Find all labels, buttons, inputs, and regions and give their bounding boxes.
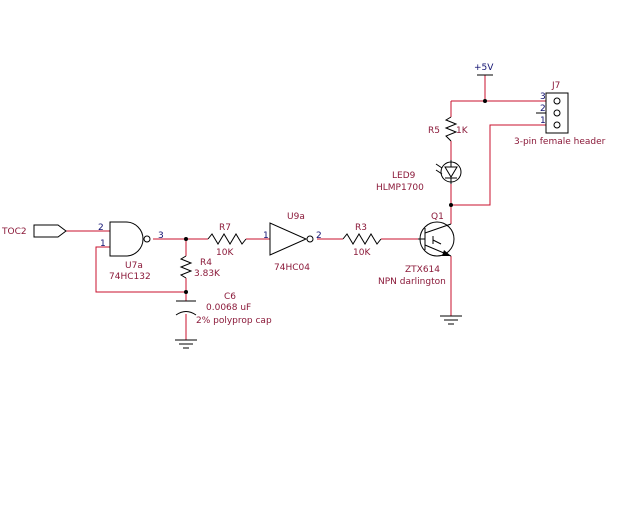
toc2-port: TOC2 [1, 224, 67, 238]
supply-label: +5V [474, 63, 494, 73]
c6-value: 0.0068 uF [206, 303, 251, 313]
nand-gate-u7a: 2 1 3 U7a 74HC132 [98, 221, 164, 282]
r5-value: 1K [456, 126, 469, 136]
ground-symbol-c6 [175, 339, 197, 349]
q1-desc: NPN darlington [378, 277, 446, 287]
u7a-pin-3: 3 [158, 231, 164, 241]
c6-ref: C6 [224, 292, 236, 302]
u9a-ref: U9a [287, 212, 305, 222]
u7a-pin-1: 1 [100, 239, 106, 249]
c6-desc: 2% polyprop cap [196, 316, 272, 326]
j7-pin-3: 3 [540, 92, 546, 102]
r3-ref: R3 [355, 223, 367, 233]
resistor-r3: R3 10K [342, 223, 382, 258]
transistor-q1: Q1 ZTX614 NPN darlington [378, 212, 455, 287]
j7-pin-2: 2 [540, 104, 546, 114]
q1-ref: Q1 [431, 212, 444, 222]
header-j7: 3 2 1 J7 3-pin female header [514, 81, 606, 147]
led9-part: HLMP1700 [376, 183, 424, 193]
junction-dots [184, 99, 487, 294]
u7a-pin-2: 2 [98, 223, 104, 233]
r4-value: 3.83K [194, 269, 221, 279]
resistor-r4: R4 3.83K [179, 255, 221, 279]
ground-symbol-q1 [440, 315, 462, 325]
inverter-u9a: 1 2 U9a 74HC04 [263, 212, 322, 273]
u9a-pin-1: 1 [263, 231, 269, 241]
wires [66, 75, 546, 340]
resistor-r5: R5 1K [428, 116, 469, 142]
r3-value: 10K [353, 248, 371, 258]
u9a-pin-2: 2 [316, 231, 322, 241]
capacitor-c6: C6 0.0068 uF 2% polyprop cap [175, 292, 272, 326]
r5-ref: R5 [428, 126, 440, 136]
led9-ref: LED9 [392, 171, 416, 181]
u9a-part: 74HC04 [274, 263, 310, 273]
r7-ref: R7 [219, 223, 231, 233]
toc2-label: TOC2 [1, 227, 27, 237]
r7-value: 10K [216, 248, 234, 258]
supply-5v: +5V [474, 63, 494, 76]
j7-ref: J7 [551, 81, 560, 91]
j7-desc: 3-pin female header [514, 137, 606, 147]
u7a-part: 74HC132 [109, 272, 151, 282]
led-led9: LED9 HLMP1700 [376, 160, 462, 193]
q1-part: ZTX614 [405, 265, 440, 275]
j7-pin-1: 1 [540, 116, 546, 126]
u7a-ref: U7a [125, 261, 143, 271]
resistor-r7: R7 10K [207, 223, 247, 258]
r4-ref: R4 [200, 258, 212, 268]
